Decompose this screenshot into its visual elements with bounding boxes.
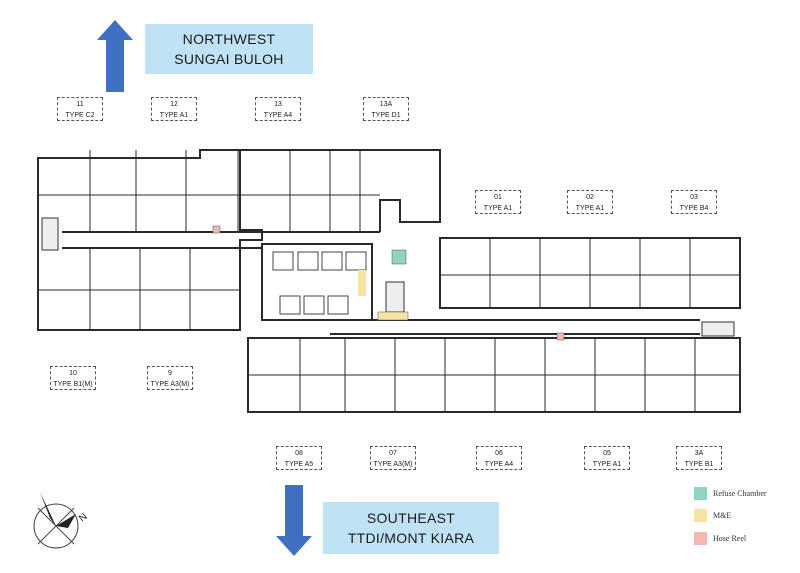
hose-reel-1 <box>212 225 221 234</box>
south-line2: TTDI/MONT KIARA <box>347 530 475 546</box>
me-swatch <box>694 509 707 522</box>
north-line2: SUNGAI BULOH <box>174 51 284 67</box>
north-arrow-icon <box>97 20 133 92</box>
lift-shafts <box>272 251 367 315</box>
south-arrow-icon <box>276 485 312 556</box>
north-line1: NORTHWEST <box>182 31 276 47</box>
hose-swatch <box>694 532 707 545</box>
legend-refuse: Refuse Chamber <box>694 487 767 500</box>
southeast-label: SOUTHEAST TTDI/MONT KIARA <box>323 502 499 554</box>
building-walls <box>37 149 741 413</box>
hose-reel-2 <box>556 332 565 341</box>
south-line1: SOUTHEAST <box>366 510 456 526</box>
interior-walls <box>38 150 740 412</box>
refuse-swatch <box>694 487 707 500</box>
compass-letter: N <box>77 511 90 524</box>
northwest-label: NORTHWEST SUNGAI BULOH <box>145 24 313 74</box>
me-area-2 <box>358 270 366 296</box>
legend-me: M&E <box>694 509 731 522</box>
refuse-chamber-area <box>391 249 407 265</box>
me-area <box>377 311 409 321</box>
legend-hose: Hose Reel <box>694 532 746 545</box>
compass-icon: N <box>33 492 90 549</box>
